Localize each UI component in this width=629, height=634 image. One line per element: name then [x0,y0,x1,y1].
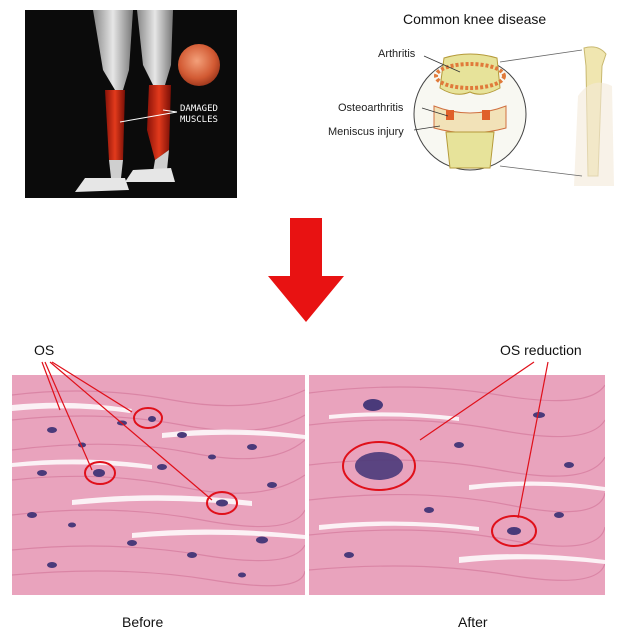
os-reduction-label: OS reduction [500,342,582,358]
osteoarthritis-label: Osteoarthritis [338,102,404,114]
arthritis-label: Arthritis [378,48,416,60]
before-caption: Before [122,614,164,630]
damaged-muscles-label: DAMAGED MUSCLES [180,104,218,125]
down-arrow-icon [268,218,344,327]
meniscus-injury-label: Meniscus injury [328,126,404,138]
after-caption: After [458,614,488,630]
os-label: OS [34,342,55,358]
damaged-muscles-image: DAMAGED MUSCLES [25,10,237,198]
knee-disease-image: Arthritis Osteoarthritis Meniscus injury [322,36,619,194]
before-histology-image [12,375,305,595]
knee-title: Common knee disease [403,11,547,27]
after-histology-image [309,375,605,595]
